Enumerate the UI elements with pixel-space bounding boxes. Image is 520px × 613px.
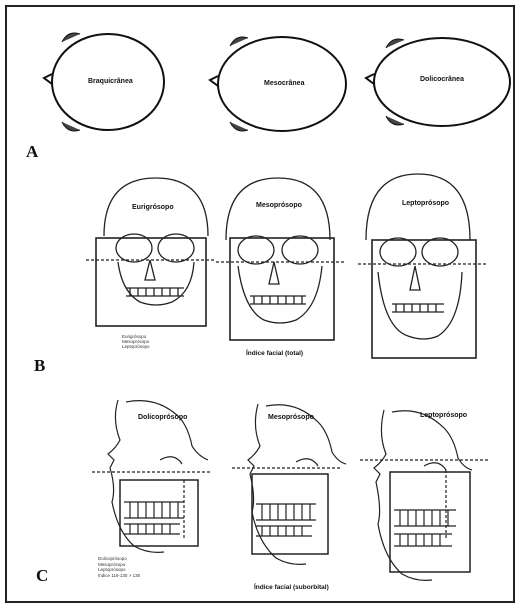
legend-c: Dolicoprósopo Mesoprósopo Leptoprósopo Í…	[98, 556, 140, 578]
face-label-eurigrosopo: Eurigrósopo	[132, 204, 174, 211]
skull-label-dolicocranea: Dolicocrânea	[420, 76, 464, 83]
profile-label-mesoprosopo: Mesoprósopo	[268, 414, 314, 421]
legend-b-line: Leptoprósopo	[122, 344, 150, 349]
skull-label-mesocranea: Mesocrânea	[264, 80, 304, 87]
lateral-profile-leptoprosopo	[360, 410, 490, 580]
skull-label-braquicranea: Braquicrânea	[88, 78, 133, 85]
index-caption-total: Índice facial (total)	[246, 350, 303, 357]
panel-letter-a: A	[26, 142, 38, 162]
profile-label-leptoprosopo: Leptoprósopo	[420, 412, 467, 419]
frontal-skull-eurigrosopo	[86, 178, 216, 326]
panel-letter-b: B	[34, 356, 45, 376]
profile-label-dolicoprosopo: Dolicoprósopo	[138, 414, 187, 421]
legend-c-line: Índice 116-130 > 130	[98, 573, 140, 579]
face-label-mesoprosopo: Mesoprósopo	[256, 202, 302, 209]
index-caption-suborbital: Índice facial (suborbital)	[254, 584, 329, 591]
panel-letter-c: C	[36, 566, 48, 586]
legend-b: Eurigrósopo Mesoprósopo Leptoprósopo	[122, 334, 150, 349]
lateral-profile-mesoprosopo	[232, 404, 346, 564]
face-label-leptoprosopo: Leptoprósopo	[402, 200, 449, 207]
lateral-profile-dolicoprosopo	[92, 400, 212, 552]
